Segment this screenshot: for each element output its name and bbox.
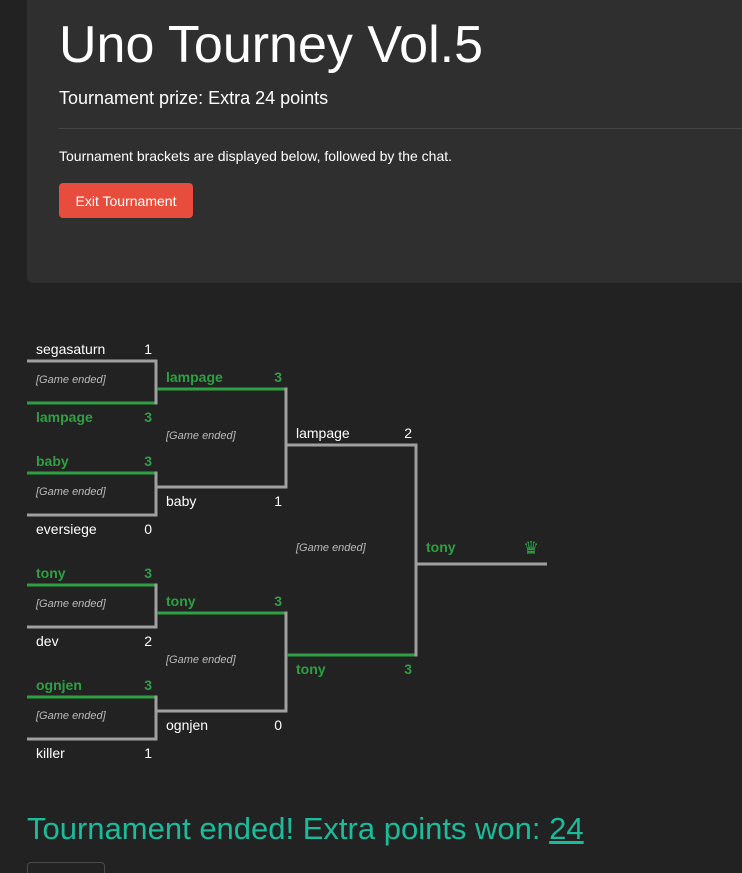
player-name: ognjen	[166, 717, 209, 733]
page-title: Uno Tourney Vol.5	[59, 16, 483, 74]
player-score: 1	[144, 341, 152, 357]
player-name: ognjen	[36, 677, 82, 693]
game-status-label: [Game ended]	[36, 598, 106, 610]
player-name: tony	[166, 593, 196, 609]
game-status-label: [Game ended]	[166, 430, 236, 442]
player-name: lampage	[36, 409, 93, 425]
player-score: 3	[274, 369, 282, 385]
player-name: eversiege	[36, 521, 97, 537]
player-score: 3	[404, 661, 412, 677]
tournament-header-panel	[27, 0, 742, 283]
game-status-label: [Game ended]	[36, 374, 106, 386]
player-score: 3	[144, 677, 152, 693]
player-score: 3	[144, 409, 152, 425]
game-status-label: [Game ended]	[296, 542, 366, 554]
player-score: 1	[274, 493, 282, 509]
player-name: lampage	[296, 425, 350, 441]
chat-toggle-button[interactable]	[27, 862, 105, 873]
points-won-link[interactable]: 24	[549, 811, 584, 846]
game-status-label: [Game ended]	[36, 486, 106, 498]
player-score: 3	[144, 453, 152, 469]
tournament-prize: Tournament prize: Extra 24 points	[59, 88, 329, 108]
player-name: baby	[36, 453, 69, 469]
player-name: tony	[36, 565, 66, 581]
tournament-description: Tournament brackets are displayed below,…	[59, 148, 453, 164]
exit-tournament-button[interactable]: Exit Tournament	[59, 183, 193, 218]
player-name: killer	[36, 745, 65, 761]
header-divider	[59, 128, 742, 129]
champion-name: tony	[426, 539, 456, 555]
player-score: 0	[144, 521, 152, 537]
player-score: 3	[144, 565, 152, 581]
player-name: baby	[166, 493, 197, 509]
player-name: tony	[296, 661, 326, 677]
player-name: dev	[36, 633, 59, 649]
player-score: 3	[274, 593, 282, 609]
game-status-label: [Game ended]	[36, 710, 106, 722]
game-status-label: [Game ended]	[166, 654, 236, 666]
player-name: segasaturn	[36, 341, 106, 357]
tournament-result: Tournament ended! Extra points won: 24	[27, 810, 584, 848]
player-name: lampage	[166, 369, 223, 385]
player-score: 0	[274, 717, 282, 733]
player-score: 2	[144, 633, 152, 649]
tournament-result-text: Tournament ended! Extra points won:	[27, 811, 550, 846]
player-score: 2	[404, 425, 412, 441]
crown-icon: ♛	[523, 538, 540, 558]
player-score: 1	[144, 745, 152, 761]
